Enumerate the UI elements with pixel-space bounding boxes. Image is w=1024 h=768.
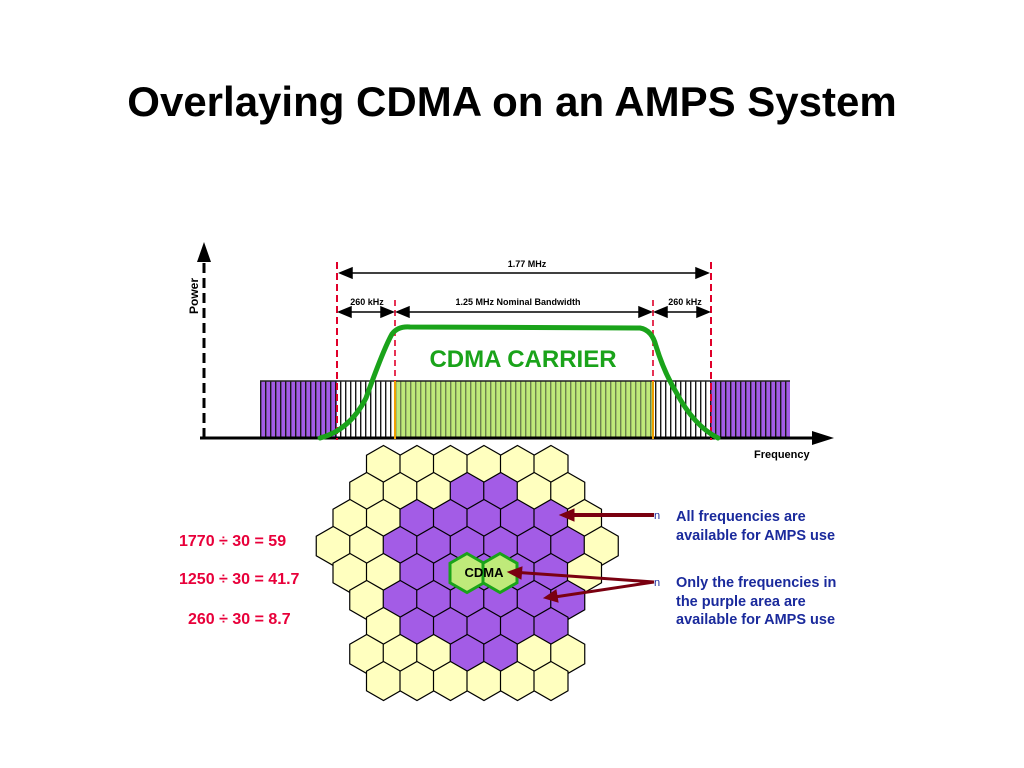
calc-total: 1770 ÷ 30 = 59 (179, 533, 287, 550)
spectrum-diagram: Power Frequency 1.77 MHz 260 kHz 1.25 MH… (187, 242, 834, 461)
bullet-icon: n (654, 577, 661, 589)
note-purple-frequencies: Only the frequencies in the purple area … (676, 575, 837, 628)
amps-outer-cell (533, 660, 569, 702)
cdma-carrier-curve (317, 324, 721, 441)
cdma-carrier-band (395, 381, 653, 439)
calc-guard: 260 ÷ 30 = 8.7 (188, 611, 291, 628)
total-span-label: 1.77 MHz (508, 259, 547, 269)
cdma-cell (481, 551, 519, 595)
x-axis-label: Frequency (754, 449, 811, 461)
nominal-bandwidth-label: 1.25 MHz Nominal Bandwidth (455, 297, 580, 307)
calc-nominal: 1250 ÷ 30 = 41.7 (179, 571, 300, 588)
guard-right-label: 260 kHz (668, 297, 702, 307)
bullet-icon: n (654, 510, 661, 522)
cdma-carrier-label: CDMA CARRIER (429, 346, 616, 373)
y-axis-label: Power (187, 278, 201, 314)
guard-left-label: 260 kHz (350, 297, 384, 307)
amps-band-right (711, 381, 790, 439)
amps-band-left (260, 381, 337, 439)
page-title: Overlaying CDMA on an AMPS System (127, 78, 897, 125)
y-axis-arrow-icon (197, 242, 211, 262)
cdma-cell-label: CDMA (465, 565, 505, 580)
note-all-frequencies: All frequencies are available for AMPS u… (676, 509, 836, 544)
x-axis-arrow-icon (812, 431, 834, 445)
arrows (506, 508, 655, 603)
